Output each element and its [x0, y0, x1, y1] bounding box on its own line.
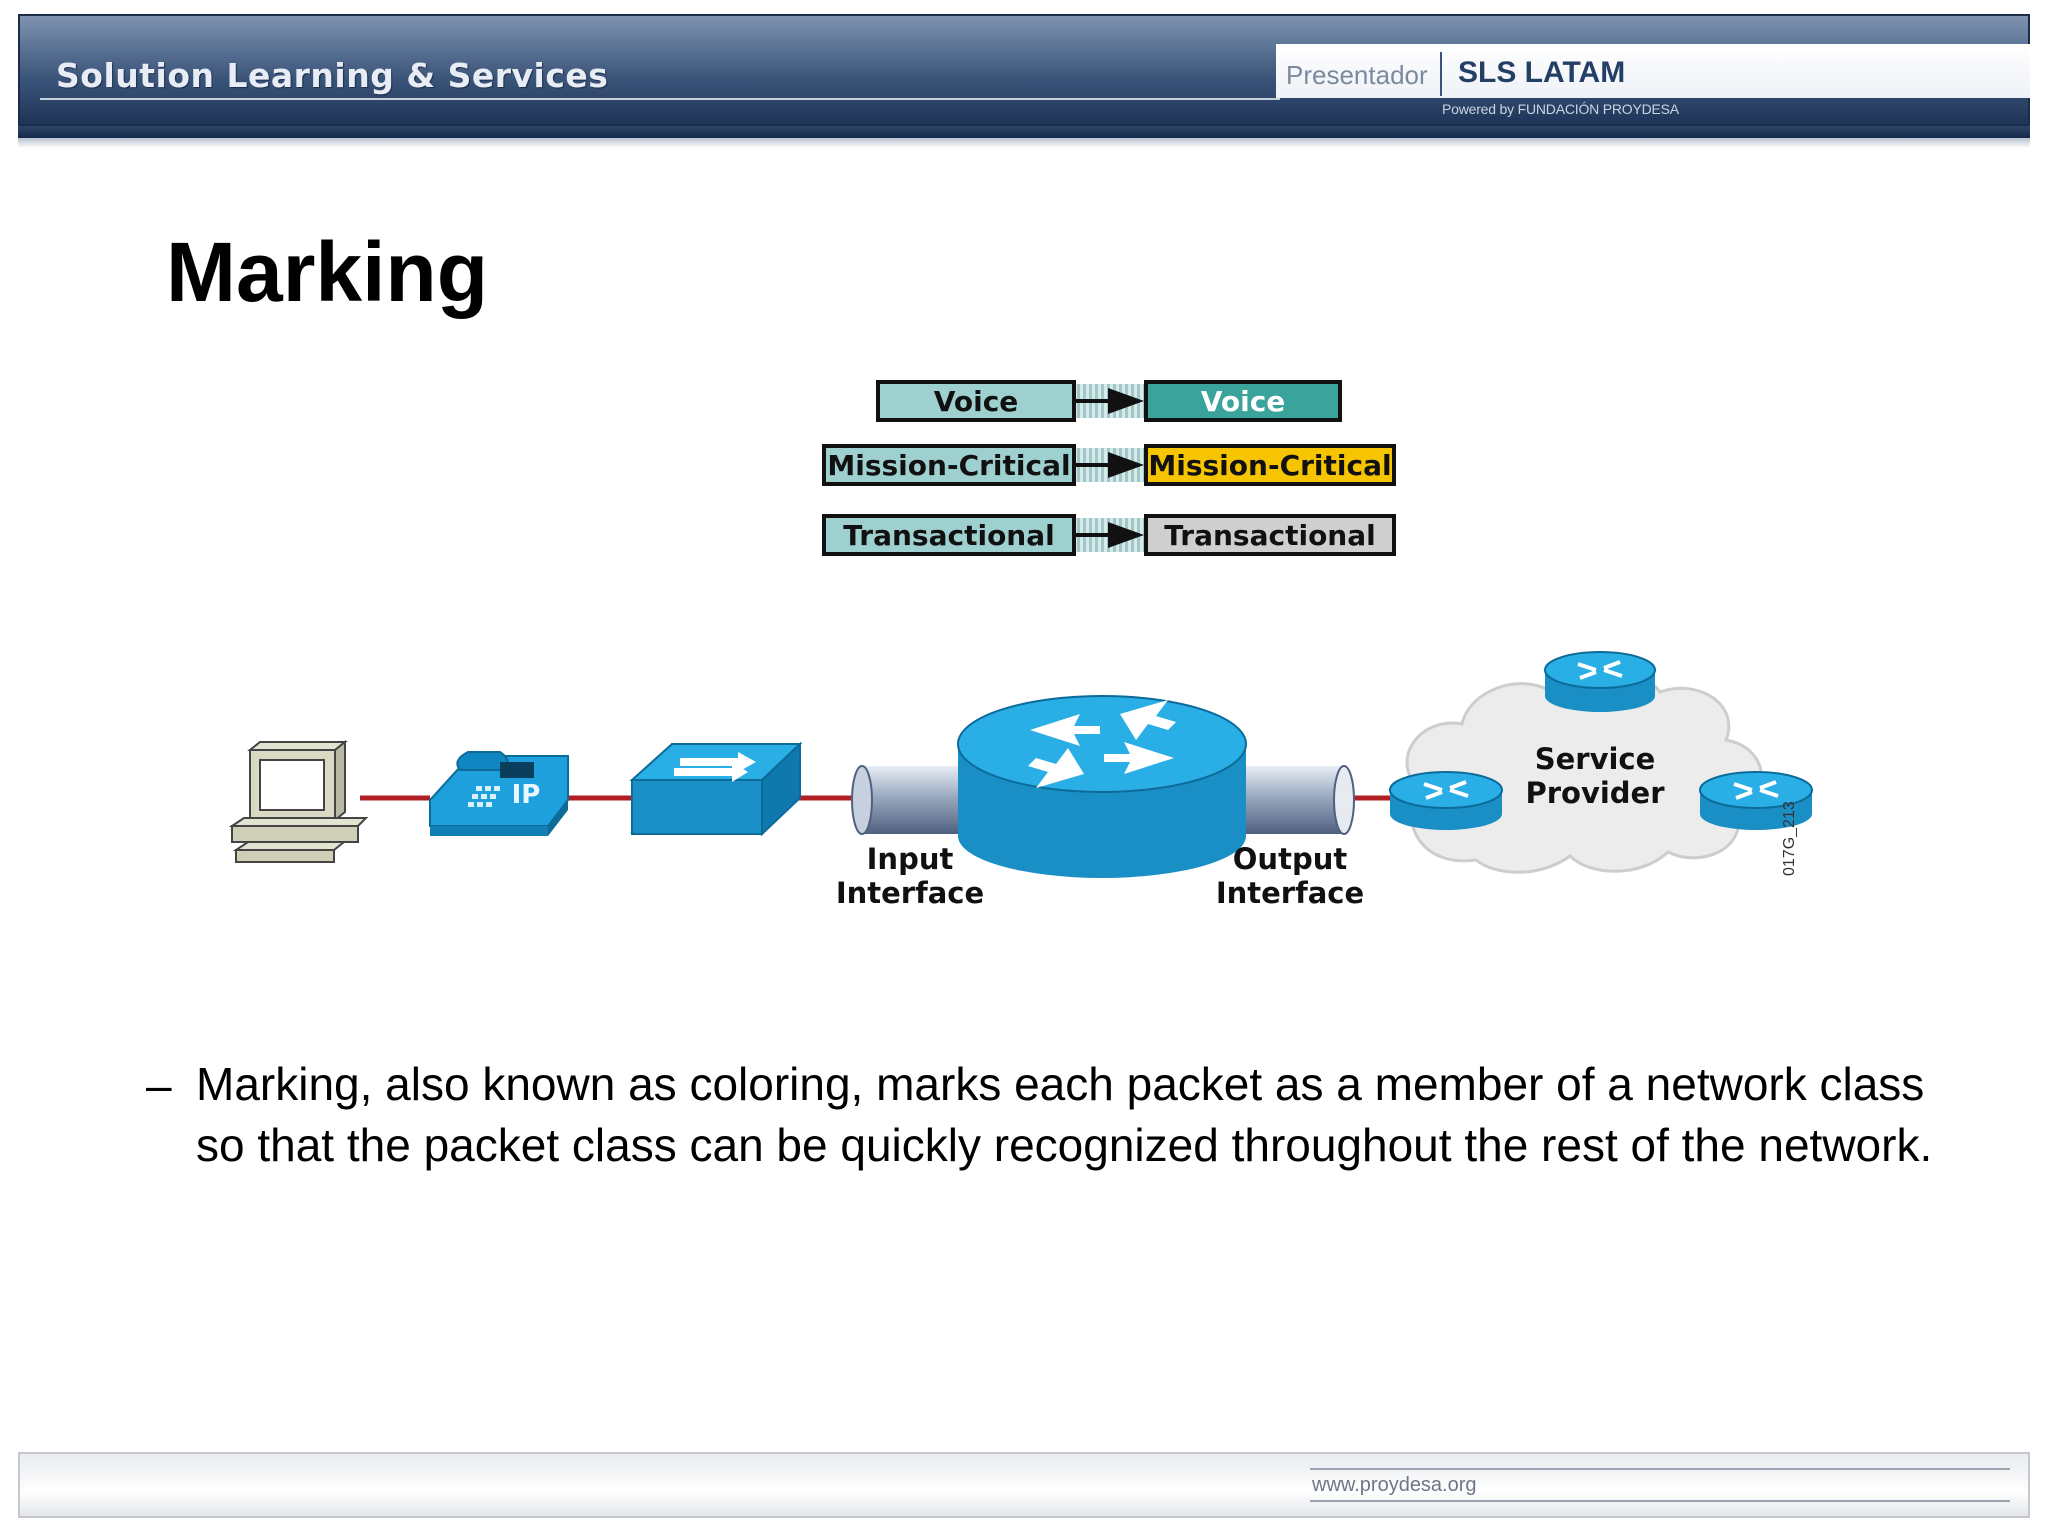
figure-id: 017G_213: [1781, 801, 1798, 876]
class-arrow-transactional: [1076, 518, 1144, 552]
presenter-name: SLS LATAM: [1458, 56, 1626, 89]
bullet-text: Marking, also known as coloring, marks e…: [196, 1058, 1933, 1171]
powered-by-text: Powered by FUNDACIÓN PROYDESA: [1442, 101, 1679, 117]
brand-underline: [40, 98, 1280, 100]
footer-rule-top: [1310, 1468, 2010, 1470]
input-class-mission-critical: Mission-Critical: [822, 444, 1076, 486]
output-interface-line2: Interface: [1215, 876, 1365, 910]
footer-url: www.proydesa.org: [1312, 1474, 1477, 1496]
presenter-separator: [1440, 52, 1442, 96]
router-icon: [957, 695, 1247, 878]
output-class-voice: Voice: [1144, 380, 1342, 422]
footer-rule-bottom: [1310, 1500, 2010, 1502]
header-shadow: [18, 138, 2030, 148]
pc-icon: [228, 739, 369, 863]
brand-title: Solution Learning & Services: [56, 56, 609, 95]
input-interface-line1: Input: [866, 842, 954, 876]
input-interface-label: Input Interface: [830, 842, 990, 910]
service-provider-line2: Provider: [1525, 776, 1665, 810]
provider-router-top: [1544, 651, 1656, 712]
output-class-mission-critical: Mission-Critical: [1144, 444, 1396, 486]
output-interface-line1: Output: [1232, 842, 1348, 876]
class-arrow-mission-critical: [1076, 448, 1144, 482]
footer-bar: [18, 1452, 2030, 1518]
presenter-label: Presentador: [1286, 60, 1428, 90]
input-interface-line2: Interface: [835, 876, 985, 910]
input-interface-pipe: [851, 765, 972, 835]
service-provider-cloud: [1405, 669, 1763, 874]
output-interface-label: Output Interface: [1210, 842, 1370, 910]
switch-icon: [629, 741, 803, 837]
header-bottom-bar: [18, 126, 2030, 138]
ip-phone-label: IP: [511, 780, 541, 810]
provider-router-right: [1699, 771, 1813, 830]
input-class-voice: Voice: [876, 380, 1076, 422]
input-class-transactional: Transactional: [822, 514, 1076, 556]
slide-title: Marking: [166, 225, 489, 319]
class-arrow-voice: [1076, 384, 1144, 418]
provider-router-left: [1389, 771, 1503, 830]
presenter-panel: [1276, 44, 2030, 98]
output-class-transactional: Transactional: [1144, 514, 1396, 556]
service-provider-line1: Service: [1534, 742, 1656, 776]
service-provider-label: Service Provider: [1510, 742, 1680, 810]
bullet-marker: –: [146, 1059, 172, 1111]
ip-phone-icon: [429, 751, 569, 836]
